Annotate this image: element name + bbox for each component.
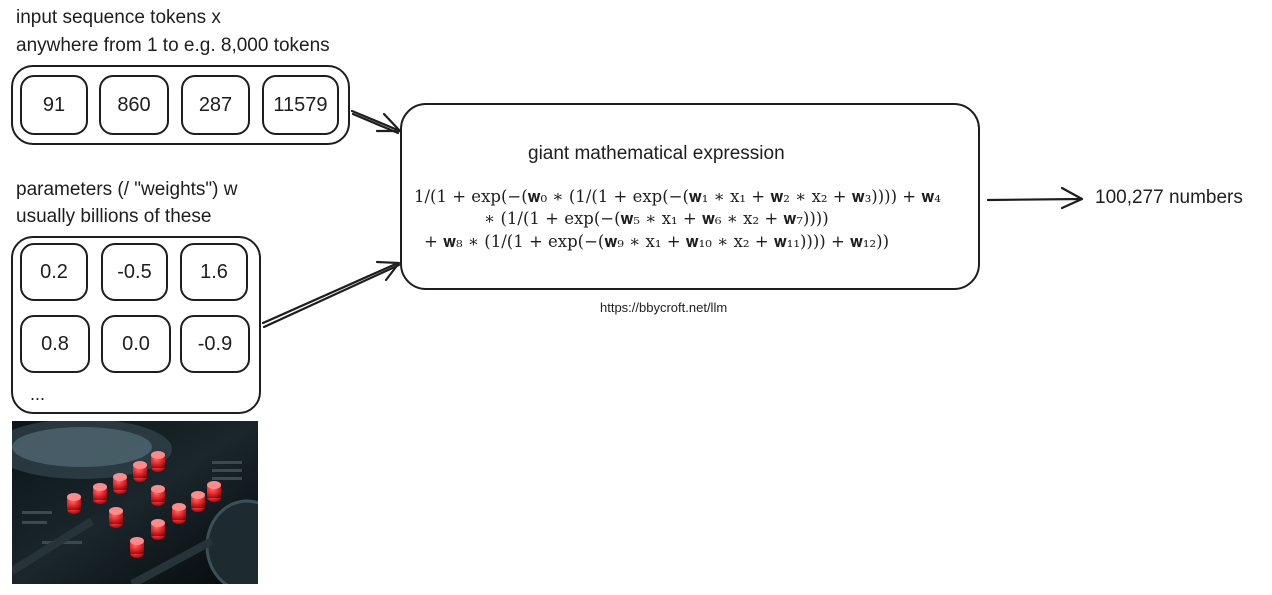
dj-mixer-knobs-icon [12, 421, 258, 584]
param-cell: -0.5 [101, 243, 168, 301]
token-cell: 287 [181, 75, 250, 135]
output-arrow-line [986, 197, 1084, 202]
output-label: 100,277 numbers [1095, 187, 1243, 208]
dj-mixer-photo [12, 421, 258, 584]
expression-box [400, 103, 980, 290]
param-cell: 0.0 [101, 315, 171, 373]
param-cell: 0.2 [20, 243, 88, 301]
expression-title: giant mathematical expression [528, 143, 785, 164]
params-title-line2: usually billions of these [16, 206, 212, 227]
token-cell: 860 [99, 75, 169, 135]
tokens-title-line2: anywhere from 1 to e.g. 8,000 tokens [16, 35, 330, 56]
formula-line3: + 𝐰₈ ∗ (1/(1 + exp(−(𝐰₉ ∗ x₁ + 𝐰₁₀ ∗ x₂ … [424, 232, 890, 251]
token-cell: 11579 [262, 75, 339, 135]
param-cell: 1.6 [180, 243, 248, 301]
token-cell: 91 [20, 75, 88, 135]
tokens-title-line1: input sequence tokens x [16, 7, 221, 28]
tokens-arrow-head [375, 112, 402, 133]
formula-line2: ∗ (1/(1 + exp(−(𝐰₅ ∗ x₁ + 𝐰₆ ∗ x₂ + 𝐰₇))… [484, 209, 829, 228]
formula-line1: 1/(1 + exp(−(𝐰₀ ∗ (1/(1 + exp(−(𝐰₁ ∗ x₁ … [414, 187, 941, 206]
tokens-arrow-line [350, 109, 402, 133]
source-url: https://bbycroft.net/llm [600, 300, 728, 315]
output-arrow-head [1060, 186, 1084, 210]
tokens-frame [11, 65, 350, 145]
param-cell: -0.9 [180, 315, 250, 373]
params-title-line1: parameters (/ "weights") w [16, 179, 238, 200]
params-frame [11, 236, 261, 414]
params-arrow-head [375, 260, 401, 282]
params-arrow-line [261, 261, 400, 325]
params-ellipsis: ... [30, 384, 46, 404]
param-cell: 0.8 [20, 315, 90, 373]
